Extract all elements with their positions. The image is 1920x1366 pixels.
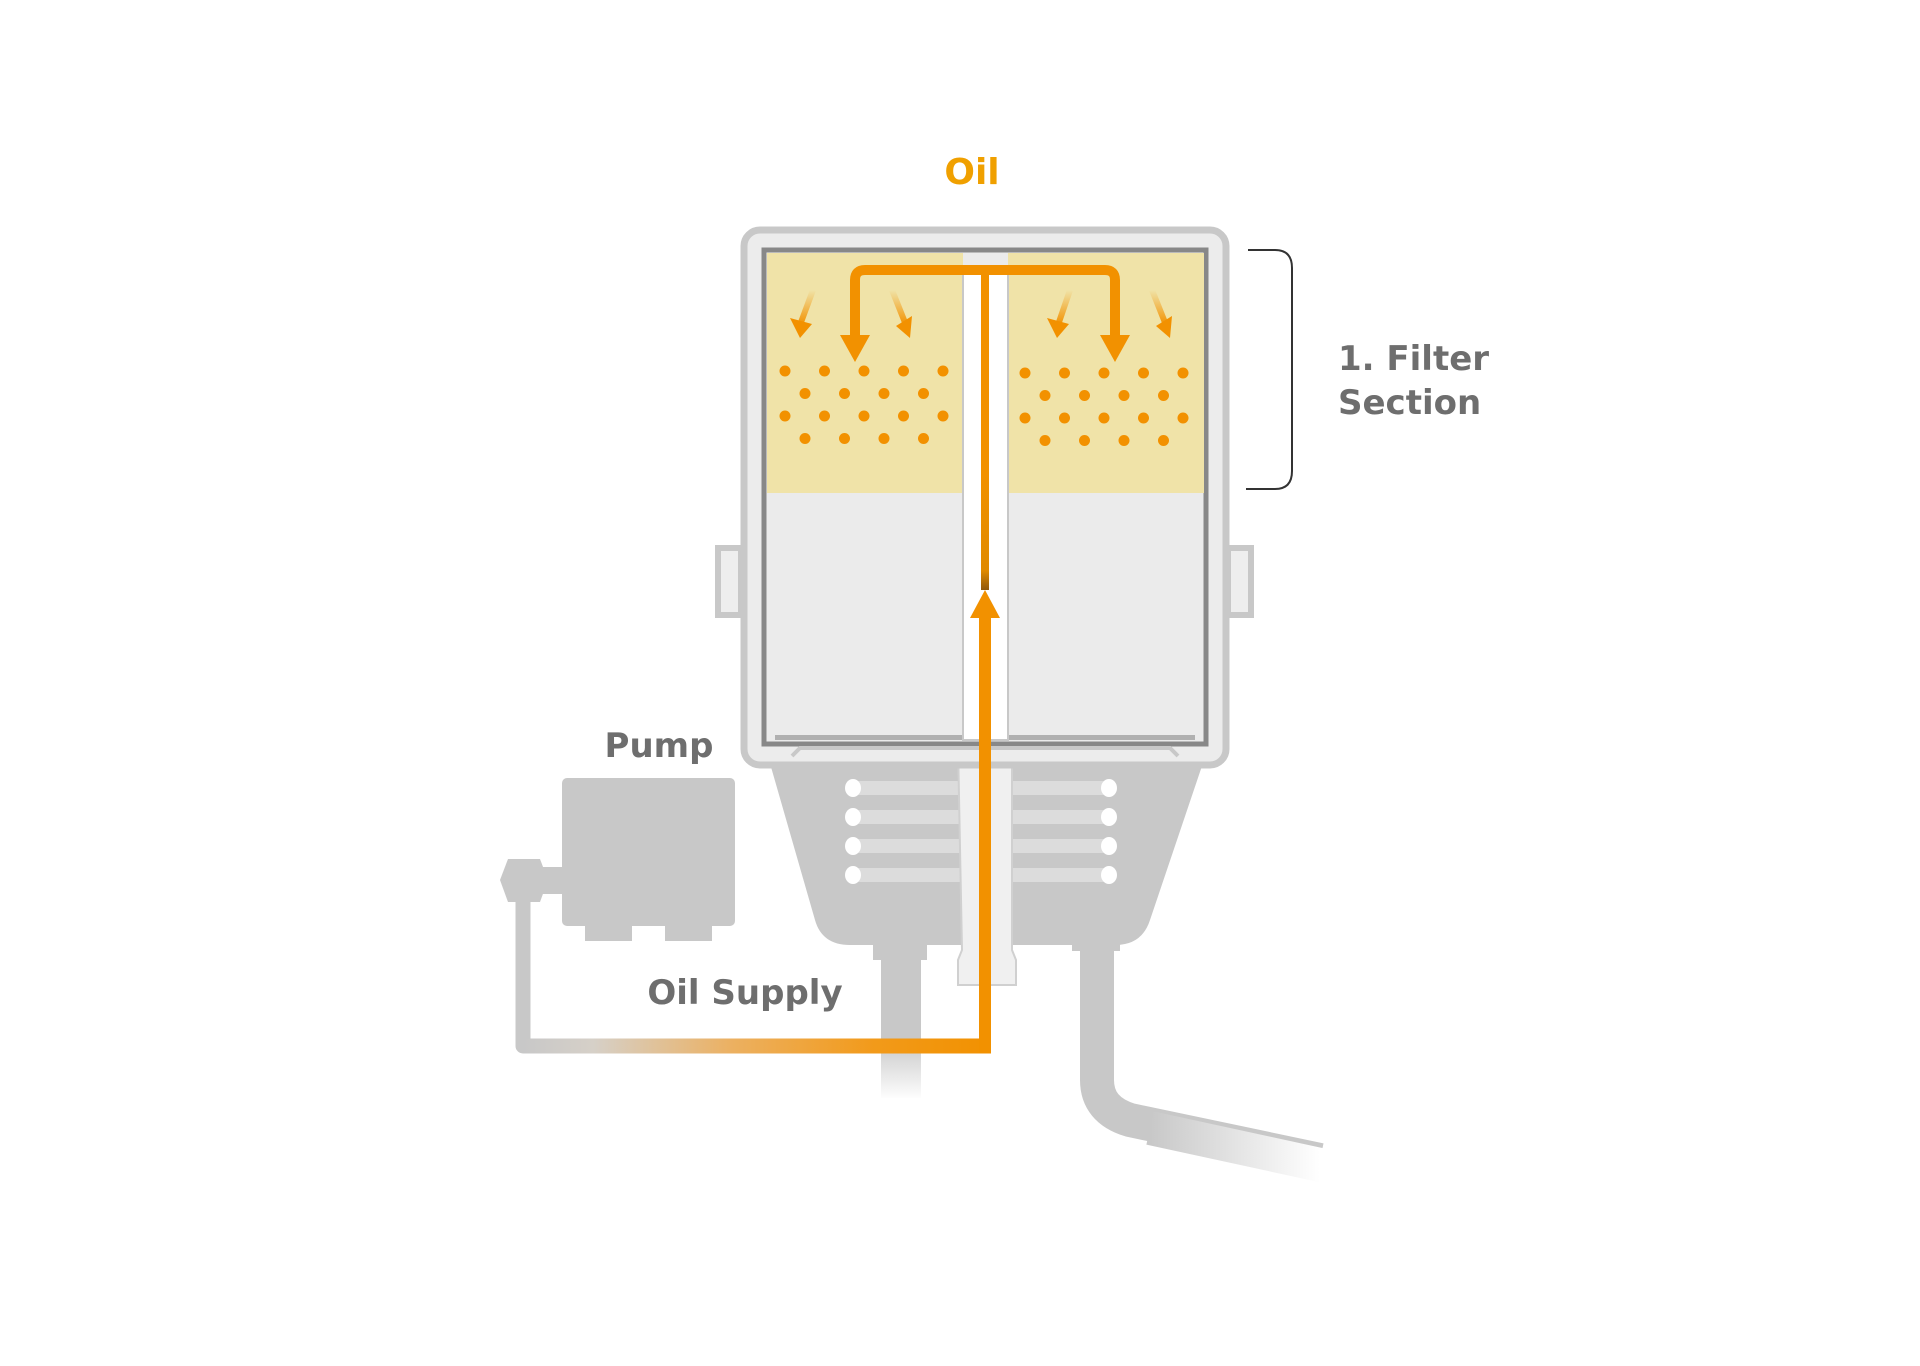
pump-nozzle <box>500 859 548 902</box>
oil-droplet <box>898 365 909 377</box>
oil-droplet <box>1158 390 1169 401</box>
oil-droplet <box>1177 367 1189 379</box>
oil-droplet <box>1039 435 1051 446</box>
oil-droplet <box>858 410 870 422</box>
oil-droplet <box>1118 390 1130 401</box>
oil-droplet <box>799 388 811 399</box>
outlet-pipe <box>1072 935 1329 1183</box>
pump-label: Pump <box>605 726 714 766</box>
oil-droplet <box>779 410 791 422</box>
oil-droplet <box>819 410 830 422</box>
oil-droplet <box>1138 367 1149 379</box>
oil-droplet <box>1098 412 1110 424</box>
up-arrow-icon <box>970 590 1000 618</box>
oil-droplet <box>1177 412 1189 424</box>
flow-arrow-icon <box>896 316 912 338</box>
oil-droplet <box>858 365 870 377</box>
oil-droplet <box>839 388 850 399</box>
oil-droplet <box>1059 412 1070 424</box>
oil-droplet <box>1019 367 1031 379</box>
down-arrow-icon <box>1100 335 1130 362</box>
oil-droplet <box>1019 412 1031 424</box>
pump <box>500 778 735 941</box>
oil-supply-label: Oil Supply <box>647 973 842 1013</box>
oil-droplet <box>1079 390 1090 401</box>
drain-pipe <box>873 942 927 1098</box>
oil-droplet <box>1079 435 1090 446</box>
oil-flow <box>515 265 1172 1054</box>
flow-arrow-icon <box>790 318 812 338</box>
oil-droplet <box>1059 367 1070 379</box>
flow-arrow-icon <box>1156 316 1172 338</box>
oil-droplet <box>779 365 791 377</box>
filter-section-bracket <box>1246 249 1293 490</box>
oil-droplet <box>1158 435 1169 446</box>
oil-droplet <box>819 365 830 377</box>
filter-section-label-line1: 1. Filter <box>1338 339 1489 379</box>
oil-droplets <box>779 365 1189 446</box>
oil-droplet <box>878 388 890 399</box>
oil-droplet <box>937 410 949 422</box>
oil-droplet <box>1039 390 1051 401</box>
oil-droplet <box>918 388 929 399</box>
oil-droplet <box>937 365 949 377</box>
oil-droplet <box>839 433 850 444</box>
down-arrow-icon <box>840 335 870 362</box>
oil-droplet <box>799 433 811 444</box>
oil-droplet <box>898 410 909 422</box>
filter-section-label-line2: Section <box>1338 383 1481 423</box>
flow-arrow-icon <box>1047 318 1069 338</box>
oil-droplet <box>918 433 929 444</box>
oil-droplet <box>1098 367 1110 379</box>
oil-droplet <box>1118 435 1130 446</box>
oil-droplet <box>878 433 890 444</box>
oil-label: Oil <box>944 152 999 193</box>
oil-droplet <box>1138 412 1149 424</box>
